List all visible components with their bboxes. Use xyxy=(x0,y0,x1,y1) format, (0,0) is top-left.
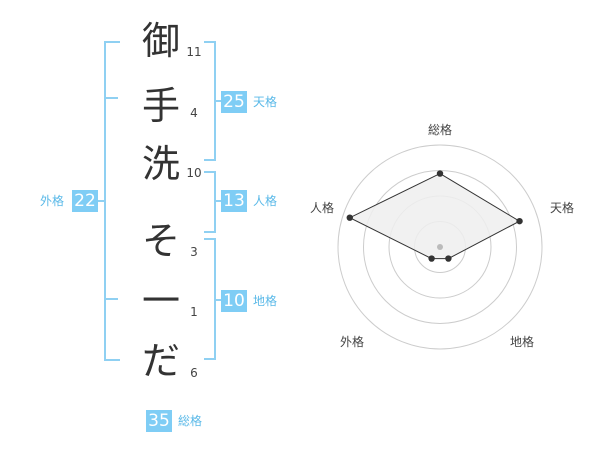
chikaku-label: 地格 xyxy=(253,294,278,308)
stroke-count-3: 10 xyxy=(186,166,202,180)
soukaku-value-badge: 35 xyxy=(146,410,172,432)
radar-point-3 xyxy=(445,255,452,262)
radar-axis-label-gaikaku: 外格 xyxy=(340,335,365,349)
radar-point-1 xyxy=(436,170,444,177)
radar-point-5 xyxy=(346,214,353,221)
name-char-2: 手 xyxy=(141,84,180,128)
tenkaku-bracket xyxy=(204,41,216,161)
stroke-count-5: 1 xyxy=(190,305,198,319)
tenkaku-connector xyxy=(216,100,222,102)
name-char-4: そ xyxy=(141,219,180,263)
name-char-1: 御 xyxy=(141,19,180,63)
gaikaku-value-badge: 22 xyxy=(72,190,98,212)
name-char-3: 洗 xyxy=(141,142,180,186)
radar-point-2 xyxy=(516,217,523,225)
stroke-count-6: 6 xyxy=(190,366,198,380)
stroke-count-4: 3 xyxy=(190,245,198,259)
jinkaku-value-badge: 13 xyxy=(221,190,247,212)
chikaku-bracket xyxy=(204,238,216,360)
jinkaku-connector xyxy=(216,200,222,202)
gaikaku-bracket-tick-top xyxy=(106,97,118,99)
radar-axis-label-chikaku: 地格 xyxy=(510,335,535,349)
stroke-count-2: 4 xyxy=(190,106,198,120)
radar-axis-label-jinkaku: 人格 xyxy=(310,201,335,215)
radar-grid-ring xyxy=(337,144,543,350)
radar-point-4 xyxy=(428,255,435,262)
stroke-count-1: 11 xyxy=(186,45,202,59)
jinkaku-bracket xyxy=(204,171,216,233)
gaikaku-connector xyxy=(98,200,104,202)
radar-axis-label-soukaku: 総格 xyxy=(428,123,453,137)
name-char-6: だ xyxy=(141,339,180,383)
tenkaku-label: 天格 xyxy=(253,95,278,109)
radar-polygon xyxy=(348,173,521,260)
tenkaku-value-badge: 25 xyxy=(221,91,247,113)
chikaku-value-badge: 10 xyxy=(221,290,247,312)
soukaku-label: 総格 xyxy=(178,414,203,428)
jinkaku-label: 人格 xyxy=(253,194,278,208)
gaikaku-label: 外格 xyxy=(40,194,65,208)
radar-axis-label-tenkaku: 天格 xyxy=(550,201,575,215)
chikaku-connector xyxy=(216,299,222,301)
gaikaku-bracket xyxy=(104,41,120,361)
gaikaku-bracket-tick-bottom xyxy=(106,298,118,300)
radar-center-dot xyxy=(437,244,443,250)
name-char-5: 一 xyxy=(141,279,180,323)
